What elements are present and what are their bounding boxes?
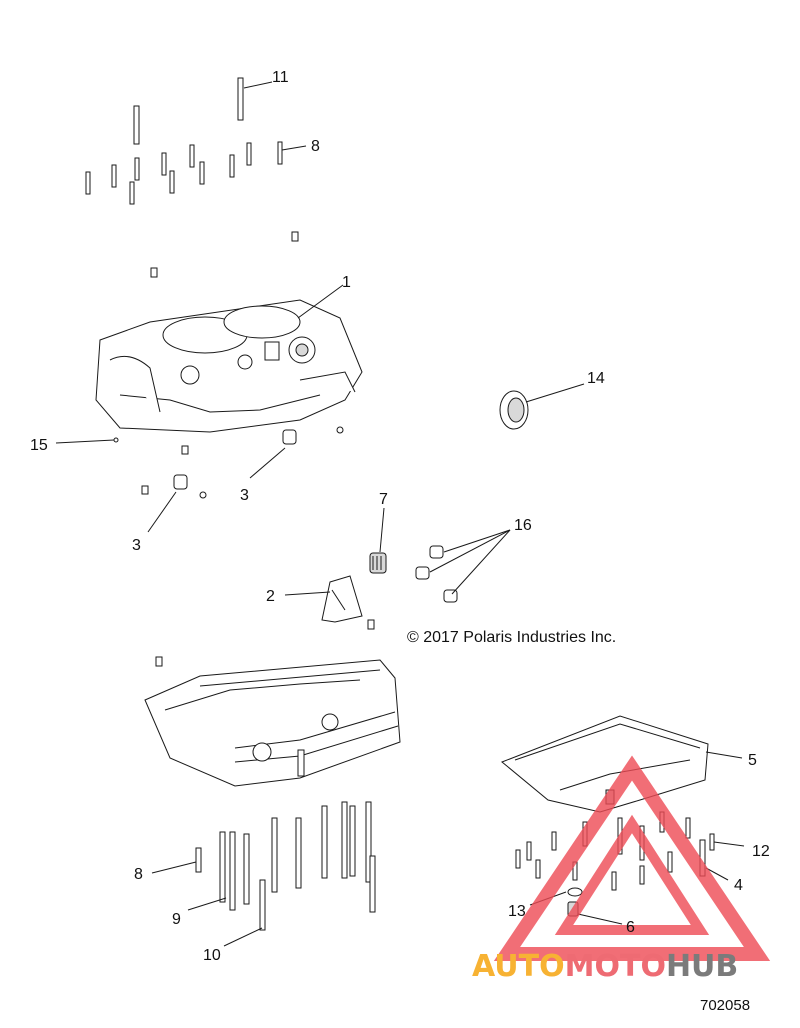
watermark-logo [493,755,771,961]
callout-label: 8 [134,866,143,883]
needle-bearing [369,552,387,574]
upper-bolts [85,77,283,205]
callout-label: 2 [266,588,275,605]
watermark-word-hub: HUB [666,949,738,984]
callout-label: 6 [626,919,635,936]
callout-label: 16 [514,517,532,534]
callout-label: 3 [240,487,249,504]
lower-crankcase [144,659,401,787]
chain-guide [321,575,363,623]
callout-label: 4 [734,877,743,894]
watermark-word-moto: MOTO [565,949,666,984]
upper-crankcase [95,299,363,433]
figure-number: 702058 [700,997,750,1014]
watermark-wordmark: AUTOMOTOHUB [472,949,738,984]
callout-label: 14 [587,370,605,387]
seal-ring [499,390,529,430]
watermark-word-auto: AUTO [472,949,565,984]
watermark-triangle-outer [493,755,771,961]
callout-label: 7 [379,491,388,508]
callout-label: 1 [342,274,351,291]
callout-label: 15 [30,437,48,454]
watermark-triangle-inner [554,814,710,935]
callout-label: 5 [748,752,757,769]
dowel-pins [113,231,375,667]
callout-label: 11 [272,69,289,86]
callout-label: 12 [752,843,770,860]
callout-label: 9 [172,911,181,928]
copyright-text: © 2017 Polaris Industries Inc. [407,629,616,646]
callout-label: 8 [311,138,320,155]
lower-bolts [195,801,376,931]
callout-label: 10 [203,947,221,964]
callout-label: 3 [132,537,141,554]
callout-labels: 1 2 3 3 4 5 6 7 8 8 9 10 11 12 13 14 15 … [30,69,770,964]
callout-label: 13 [508,903,526,920]
leader-lines [55,81,745,947]
bushings [173,429,458,603]
